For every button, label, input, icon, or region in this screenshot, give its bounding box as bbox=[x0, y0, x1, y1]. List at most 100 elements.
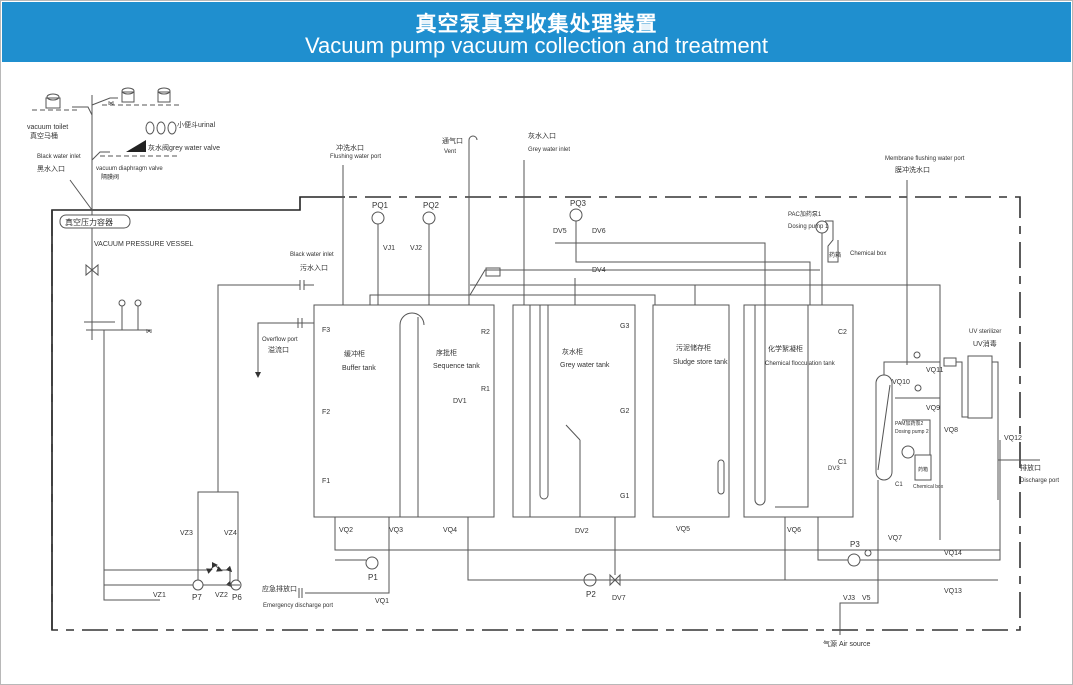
grey-tank-label-en: Grey water tank bbox=[560, 362, 610, 369]
urinal-label: 小便斗urinal bbox=[177, 120, 216, 129]
sludge-tank-label-cn: 污泥储存柜 bbox=[676, 343, 711, 352]
valve-dv3-label: DV3 bbox=[828, 466, 840, 472]
valve-vq14-label: VQ14 bbox=[944, 550, 962, 557]
uv-label-cn: UV消毒 bbox=[973, 339, 997, 348]
emergency-port-label-cn: 应急排放口 bbox=[262, 584, 297, 593]
grey-water-tank bbox=[512, 304, 636, 518]
pump-pq1-icon bbox=[371, 211, 385, 225]
sequence-tank-label-en: Sequence tank bbox=[433, 363, 480, 370]
check-valve-2-icon bbox=[943, 357, 957, 367]
sight-glass-icon bbox=[717, 459, 725, 495]
membrane-port-label-en: Membrane flushing water port bbox=[885, 156, 965, 162]
grey-inlet-label-en: Grey water inlet bbox=[528, 147, 570, 153]
valve-vj2-label: VJ2 bbox=[410, 245, 422, 252]
pump-pq2-icon bbox=[422, 211, 436, 225]
valve-vq10-label: VQ10 bbox=[892, 379, 910, 386]
vent-label-cn: 通气口 bbox=[442, 136, 463, 145]
discharge-port-label-en: Discharge port bbox=[1020, 478, 1059, 484]
pump-pq3-label: PQ3 bbox=[570, 199, 587, 208]
chemical-box-2 bbox=[914, 454, 932, 481]
valve-vj1-label: VJ1 bbox=[383, 245, 395, 252]
uv-sterilizer bbox=[967, 355, 993, 419]
header-banner: 真空泵真空收集处理装置 Vacuum pump vacuum collectio… bbox=[2, 2, 1071, 62]
level-r1: R1 bbox=[481, 386, 490, 393]
valve-vq9-label: VQ9 bbox=[926, 405, 940, 412]
dosing-pump-1-label-cn: PAC加药泵1 bbox=[788, 210, 822, 218]
valve-vq1-label: VQ1 bbox=[375, 598, 389, 605]
level-f3: F3 bbox=[322, 327, 330, 334]
urinal-icon bbox=[145, 121, 177, 135]
chemical-flocculation-tank bbox=[743, 304, 854, 518]
sequence-tank-label-cn: 序批柜 bbox=[436, 348, 457, 357]
grey-tank-label-cn: 灰水柜 bbox=[562, 347, 583, 356]
chem-tank-label-en: Chemical flocculation tank bbox=[765, 361, 836, 367]
valve-vq3-label: VQ3 bbox=[389, 527, 403, 534]
level-f2: F2 bbox=[322, 409, 330, 416]
valve-vq7-label: VQ7 bbox=[888, 535, 902, 542]
level-g3: G3 bbox=[620, 323, 629, 330]
level-g1: G1 bbox=[620, 493, 629, 500]
valve-glyph: ⋈ bbox=[108, 101, 114, 107]
diaphragm-valve-label-en: vacuum diaphragm valve bbox=[96, 166, 163, 172]
dosing-pump-2-label-en: Dosing pump 2 bbox=[895, 429, 929, 435]
valve-vq4-label: VQ4 bbox=[443, 527, 457, 534]
flushing-port-label-en: Flushing water port bbox=[330, 154, 381, 160]
valve-vz1-label: VZ1 bbox=[153, 592, 166, 599]
pump-pq3-icon bbox=[569, 208, 583, 222]
pump-p1-icon bbox=[365, 556, 379, 570]
vessel-valve bbox=[85, 263, 99, 277]
buffer-sequence-tank bbox=[313, 304, 495, 518]
pump-p1-label: P1 bbox=[368, 573, 378, 582]
pump-pq1-label: PQ1 bbox=[372, 201, 389, 210]
vacuum-toilet-icon bbox=[32, 93, 80, 111]
black-water-inlet-label-cn: 黑水入口 bbox=[37, 164, 65, 173]
black-inlet-label-cn: 污水入口 bbox=[300, 263, 328, 272]
vessel-label-cn: 真空压力容器 bbox=[65, 217, 113, 227]
discharge-port-label-cn: 排放口 bbox=[1020, 463, 1041, 472]
pump-p6-label: P6 bbox=[232, 593, 242, 602]
level-c1-filter: C1 bbox=[895, 482, 903, 488]
vessel-label-en: VACUUM PRESSURE VESSEL bbox=[94, 241, 194, 248]
overflow-label-cn: 溢流口 bbox=[268, 345, 289, 354]
dosing-pump-2-icon bbox=[901, 445, 915, 459]
chem-tank-label-cn: 化学絮凝柜 bbox=[768, 344, 803, 353]
diaphragm-valve-label-cn: 隔膜阀 bbox=[101, 173, 119, 181]
pressure-gauge-2-icon bbox=[913, 351, 921, 359]
valve-v5-label: V5 bbox=[862, 595, 871, 602]
air-source-label: 气源 Air source bbox=[823, 639, 871, 648]
vessel-tag bbox=[59, 214, 131, 229]
valve-vq12-label: VQ12 bbox=[1004, 435, 1022, 442]
pump-p3-label: P3 bbox=[850, 540, 860, 549]
valve-vq13-label: VQ13 bbox=[944, 588, 962, 595]
level-f1: F1 bbox=[322, 478, 330, 485]
valve-dv6-label: DV6 bbox=[592, 228, 606, 235]
vent-label-en: Vent bbox=[444, 149, 456, 155]
dosing-pump-2-label-cn: PAM加药泵2 bbox=[895, 420, 923, 427]
emergency-port-label-en: Emergency discharge port bbox=[263, 603, 333, 609]
overflow-label-en: Overflow port bbox=[262, 337, 298, 343]
sludge-store-tank bbox=[652, 304, 730, 518]
vacuum-toilet-2-icon bbox=[102, 87, 180, 106]
valve-vq6-label: VQ6 bbox=[787, 527, 801, 534]
valve-vz3-label: VZ3 bbox=[180, 530, 193, 537]
level-c2: C2 bbox=[838, 329, 847, 336]
valve-dv1-label: DV1 bbox=[453, 398, 467, 405]
membrane-port-label-cn: 膜冲洗水口 bbox=[895, 165, 930, 174]
pump-pq2-label: PQ2 bbox=[423, 201, 440, 210]
valve-vz4-label: VZ4 bbox=[224, 530, 237, 537]
chemical-box-1-label-cn: 药箱 bbox=[829, 251, 841, 259]
grey-inlet-label-cn: 灰水入口 bbox=[528, 131, 556, 140]
grey-water-valve-label: 灰水阀grey water valve bbox=[148, 143, 220, 152]
flushing-port-label-cn: 冲洗水口 bbox=[336, 143, 364, 152]
check-valve-icon bbox=[485, 267, 501, 277]
buffer-tank-label-cn: 缓冲柜 bbox=[344, 349, 365, 358]
pump-p7-label: P7 bbox=[192, 593, 202, 602]
valve-dv5-label: DV5 bbox=[553, 228, 567, 235]
buffer-tank-label-en: Buffer tank bbox=[342, 365, 376, 372]
pump-p2-icon bbox=[583, 573, 597, 587]
sludge-tank-label-en: Sludge store tank bbox=[673, 359, 728, 366]
valve-dv7-label: DV7 bbox=[612, 595, 626, 602]
title-en: Vacuum pump vacuum collection and treatm… bbox=[304, 33, 769, 58]
valve-vz2-label: VZ2 bbox=[215, 592, 228, 599]
valve-vq11-label: VQ11 bbox=[926, 367, 943, 374]
